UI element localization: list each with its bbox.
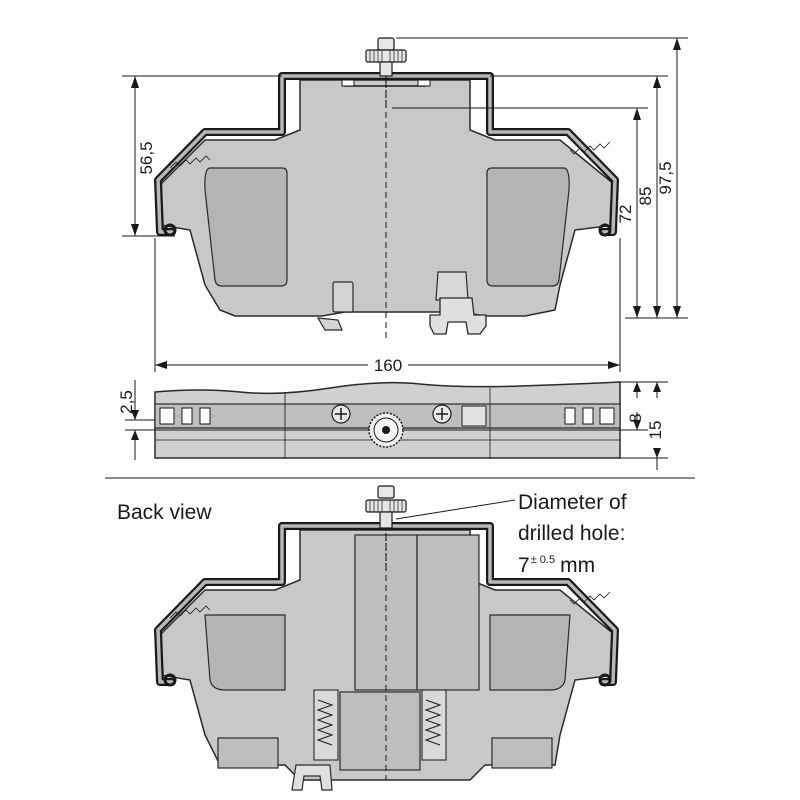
front-top-screw bbox=[365, 37, 407, 110]
front-dimensions: 56,5 72 85 97,5 160 bbox=[122, 37, 688, 375]
hole-note-tolerance: ± 0.5 bbox=[531, 554, 555, 566]
front-small-slot bbox=[332, 281, 354, 313]
back-bottom-right-block bbox=[491, 737, 553, 769]
dim-85: 85 bbox=[636, 187, 655, 206]
dim-15: 15 bbox=[646, 421, 665, 440]
back-serration-right bbox=[569, 591, 611, 605]
front-latch-tab bbox=[316, 317, 343, 331]
drilled-hole-note: Diameter of drilled hole: 7± 0.5 mm bbox=[518, 491, 627, 577]
back-lower-panel bbox=[339, 691, 421, 771]
back-foot bbox=[291, 764, 333, 791]
front-left-window bbox=[204, 167, 288, 287]
hole-note-line2: drilled hole: bbox=[518, 522, 625, 545]
hole-note-unit: mm bbox=[560, 554, 595, 577]
dim-160: 160 bbox=[374, 356, 402, 375]
front-serration-left bbox=[169, 155, 211, 169]
dim-56-5: 56,5 bbox=[137, 141, 156, 174]
top-view-screw-right bbox=[432, 404, 452, 424]
hole-note-base: 7 bbox=[518, 554, 530, 577]
hole-leader-line bbox=[395, 499, 516, 520]
top-view-slots bbox=[159, 388, 615, 458]
back-center-panel-right bbox=[416, 534, 480, 691]
back-top-screw bbox=[365, 485, 407, 570]
dim-72: 72 bbox=[616, 205, 635, 224]
hole-note-line1: Diameter of bbox=[518, 491, 627, 514]
front-serration-right bbox=[569, 141, 611, 155]
back-serration-left bbox=[169, 605, 211, 619]
back-right-window bbox=[489, 614, 571, 691]
front-foot bbox=[429, 297, 487, 335]
back-left-window bbox=[204, 614, 286, 691]
dim-8: 8 bbox=[626, 413, 645, 422]
front-rail-hook-right bbox=[598, 223, 612, 237]
back-view-label: Back view bbox=[117, 501, 212, 524]
back-rail-hook-right bbox=[598, 673, 612, 687]
top-view-knurled-screw bbox=[368, 412, 404, 448]
back-spring-right bbox=[421, 689, 447, 761]
front-top-notch-right bbox=[417, 79, 431, 87]
back-view bbox=[154, 485, 619, 791]
front-view bbox=[154, 37, 619, 340]
back-bottom-left-block bbox=[217, 737, 279, 769]
dim-2-5: 2,5 bbox=[117, 390, 136, 414]
svg-text:7± 0.5mm: 7± 0.5 mm bbox=[518, 554, 595, 577]
front-right-window bbox=[486, 167, 570, 287]
top-view-screw-left bbox=[331, 404, 351, 424]
dim-97-5: 97,5 bbox=[656, 161, 675, 194]
top-view bbox=[154, 381, 621, 459]
top-view-dimensions: 2,5 8 15 bbox=[117, 380, 668, 470]
front-top-notch-left bbox=[341, 79, 355, 87]
back-spring-left bbox=[313, 689, 339, 761]
back-rail-hook-left bbox=[163, 673, 177, 687]
front-rail-hook-left bbox=[163, 223, 177, 237]
front-label-block bbox=[435, 271, 469, 301]
